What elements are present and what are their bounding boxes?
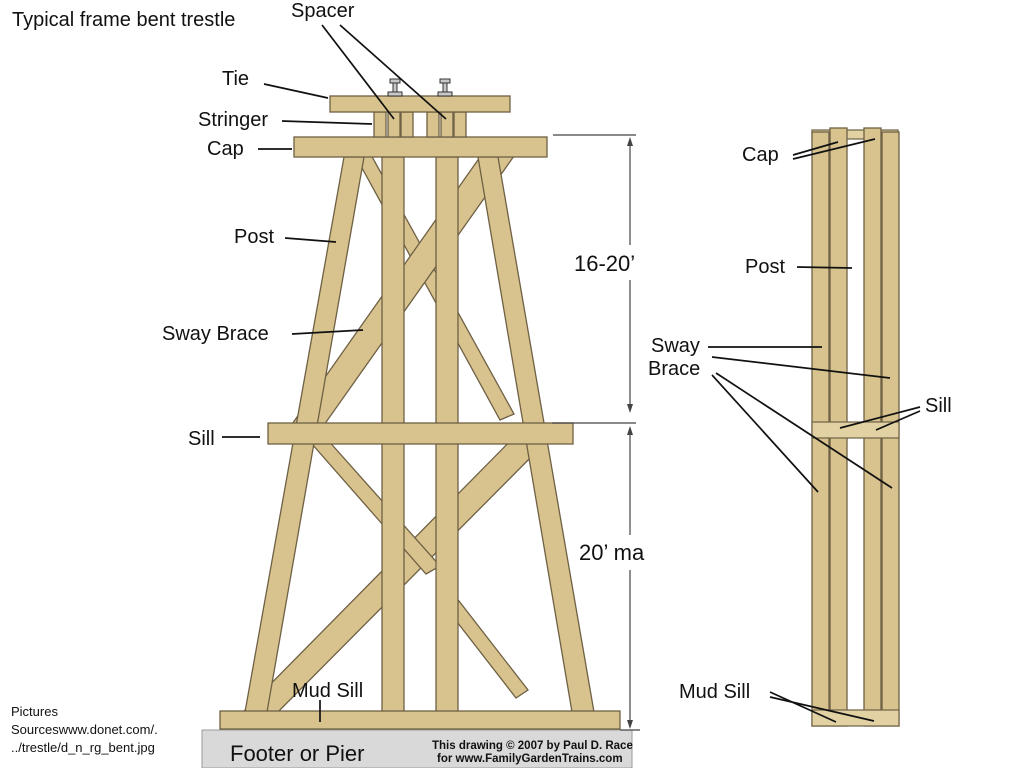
- upper-height-label: 16-20’: [574, 251, 635, 276]
- side-sill-leader-2: [875, 410, 921, 431]
- credit-line-2: for www.FamilyGardenTrains.com: [437, 753, 623, 765]
- stringer-3: [400, 111, 414, 138]
- credit-line-1: This drawing © 2007 by Paul D. Race: [432, 740, 633, 752]
- side-brace-leader-2: [715, 372, 893, 489]
- source-line-3: ../trestle/d_n_rg_bent.jpg: [11, 740, 155, 755]
- side-sill: [811, 421, 900, 439]
- tie-beam: [329, 95, 511, 113]
- source-note: Pictures Sourceswww.donet.com/. ../trest…: [11, 703, 211, 757]
- post-leader: [284, 237, 337, 243]
- mud-sill-beam: [219, 710, 621, 730]
- sway-brace-label: Sway Brace: [162, 323, 269, 345]
- stringer-6: [453, 111, 467, 138]
- stringer-1: [373, 111, 387, 138]
- source-line-1: Pictures: [11, 704, 58, 719]
- upper-dim-arrow-bottom: [627, 404, 633, 413]
- spacer-leader-1: [321, 24, 395, 120]
- stringer-4: [426, 111, 440, 138]
- upper-dim-arrow-top: [627, 137, 633, 146]
- side-cap-leader-1: [792, 141, 839, 156]
- spacer-leader-2: [339, 24, 447, 120]
- side-cap-leader-2: [792, 138, 876, 160]
- stringer-2: [387, 111, 401, 138]
- post-label: Post: [234, 226, 274, 248]
- footer-block: [201, 729, 633, 768]
- front-view: Spacer Tie Stringer Cap Post Sway Brace …: [162, 0, 645, 768]
- lower-dim-arrow-top: [627, 426, 633, 435]
- side-mud-sill-leader-2: [769, 696, 875, 722]
- side-mud-sill-label: Mud Sill: [679, 681, 750, 703]
- side-brace-label: Brace: [648, 358, 700, 380]
- tie-label: Tie: [222, 68, 249, 90]
- cap-beam: [293, 136, 548, 158]
- source-line-2: Sourceswww.donet.com/.: [11, 722, 158, 737]
- sway-brace-leader: [291, 329, 364, 335]
- mud-sill-label: Mud Sill: [292, 680, 363, 702]
- side-sill-label: Sill: [925, 395, 952, 417]
- sill-label: Sill: [188, 428, 215, 450]
- side-brace-leader-1: [711, 374, 819, 493]
- side-post-label: Post: [745, 256, 785, 278]
- side-mud-sill-leader-1: [769, 691, 837, 723]
- side-cap-label: Cap: [742, 144, 779, 166]
- side-mud-sill: [811, 709, 900, 727]
- side-sway-leader-2: [711, 356, 891, 379]
- spacer-label: Spacer: [291, 0, 355, 22]
- side-sill-leader-1: [839, 406, 921, 429]
- rail-left: [387, 78, 403, 97]
- sill-beam: [267, 422, 574, 445]
- footer-label: Footer or Pier: [230, 741, 365, 766]
- lower-height-label: 20’ ma: [579, 540, 645, 565]
- stringer-label: Stringer: [198, 109, 268, 131]
- side-view: Cap Post Sway Brace Sill Mud Sill: [648, 127, 952, 727]
- lower-dim-arrow-bottom: [627, 720, 633, 729]
- lower-sway-brace-left-x: [310, 437, 442, 575]
- rail-right: [437, 78, 453, 97]
- stringer-leader: [281, 120, 373, 125]
- page-title: Typical frame bent trestle: [12, 9, 236, 31]
- tie-leader: [263, 83, 329, 99]
- cap-label: Cap: [207, 138, 244, 160]
- side-sway-label: Sway: [651, 335, 700, 357]
- side-post-leader: [796, 266, 853, 269]
